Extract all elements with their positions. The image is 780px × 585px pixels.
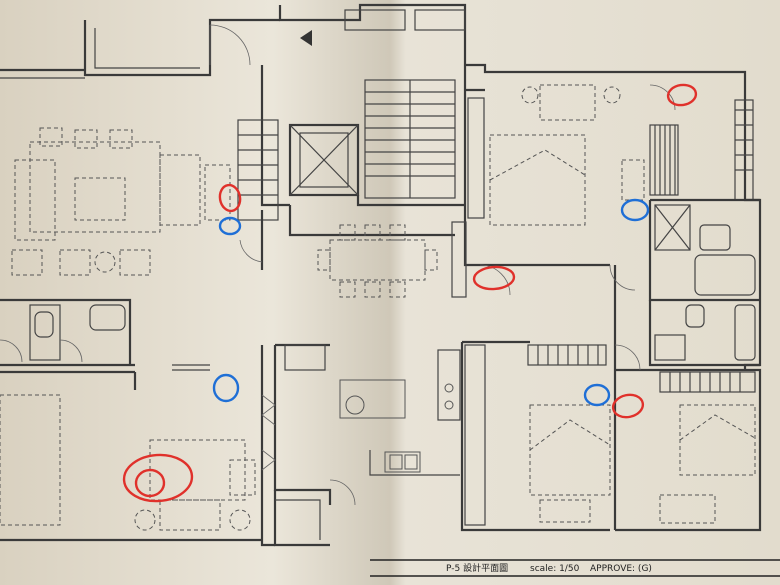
scale-label: scale: 1/50 bbox=[530, 564, 580, 574]
north-arrow-icon bbox=[300, 30, 312, 46]
blue-circle-marker bbox=[212, 373, 240, 403]
blue-circle-marker bbox=[583, 383, 611, 407]
approve-label: APPROVE: (G) bbox=[590, 564, 652, 574]
red-circle-marker bbox=[666, 83, 698, 107]
red-circle-marker bbox=[472, 265, 516, 291]
blue-circle-marker bbox=[218, 216, 242, 236]
walls bbox=[0, 3, 762, 547]
title-block: P-5 設計平面圖 scale: 1/50 APPROVE: (G) bbox=[370, 559, 780, 577]
red-circle-marker bbox=[122, 453, 194, 503]
stair-treads bbox=[237, 79, 456, 221]
red-circle-marker bbox=[134, 468, 166, 498]
drawing-name: P-5 設計平面圖 bbox=[446, 562, 508, 574]
furniture bbox=[0, 84, 756, 531]
blue-circle-marker bbox=[620, 198, 650, 222]
red-circle-marker bbox=[218, 183, 242, 213]
red-circle-marker bbox=[611, 393, 645, 419]
markup-annotations bbox=[122, 83, 698, 503]
